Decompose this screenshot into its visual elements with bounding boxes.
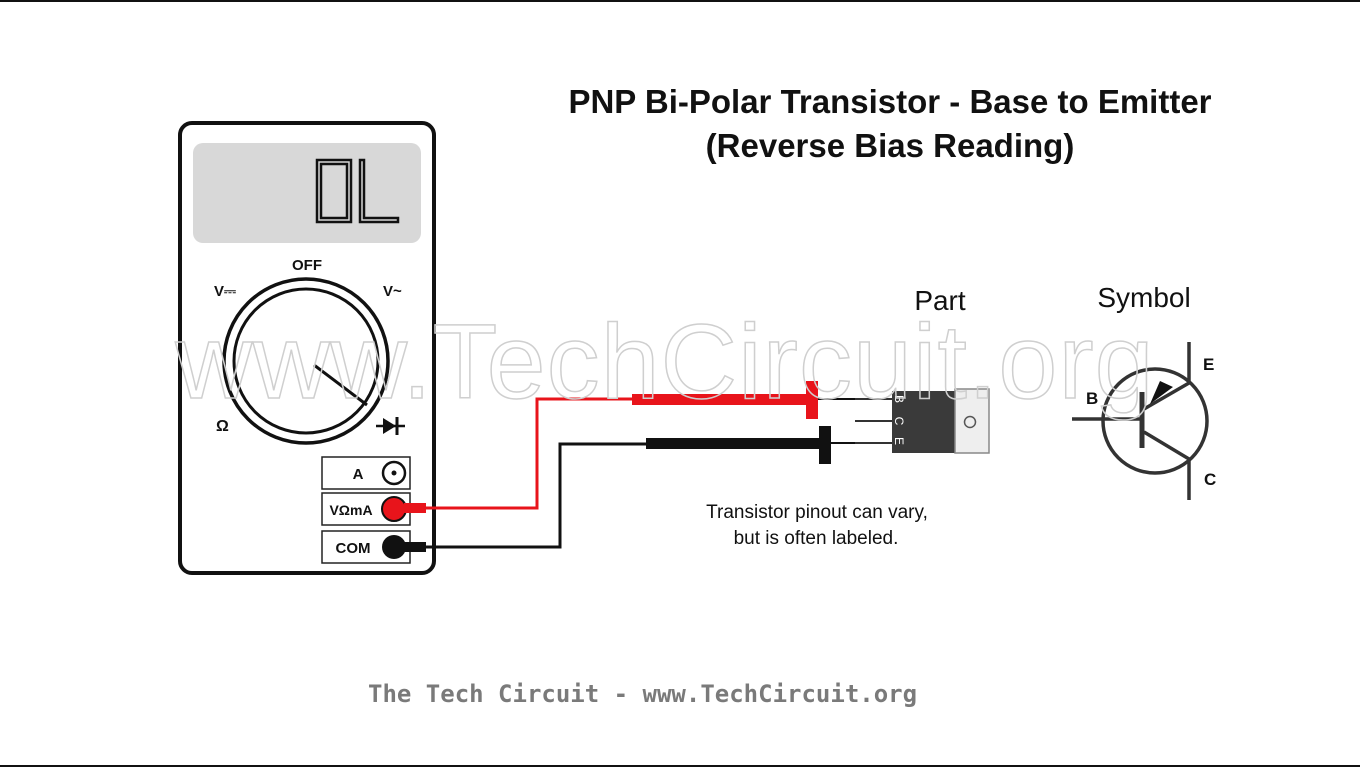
transistor-part: B C E: [855, 388, 990, 454]
dial-label-vdc: V⎓: [214, 283, 236, 300]
symbol-collector-line: [1143, 430, 1190, 461]
transistor-body: [892, 391, 956, 453]
symbol-emitter-arrow: [1150, 381, 1173, 404]
symbol-heading: Symbol: [1097, 282, 1190, 313]
jack-a-label: A: [353, 466, 364, 483]
pin-label-b: B: [892, 395, 906, 403]
lcd-digit-O: [315, 158, 353, 224]
red-wire: [426, 397, 634, 510]
jack-vohm-label: VΩmA: [329, 502, 372, 518]
jack-a-socket-center: [391, 470, 397, 476]
multimeter: OL OFF V⎓ V~ Ω A VΩmA: [0, 0, 436, 575]
title-line-1: PNP Bi-Polar Transistor - Base to Emitte…: [568, 83, 1212, 120]
lcd-digit-O-inner: [319, 162, 349, 220]
symbol-label-b: B: [1086, 389, 1098, 408]
symbol-label-c: C: [1204, 470, 1216, 489]
lcd-readout: [315, 158, 400, 224]
lcd-screen: [193, 143, 421, 243]
dial-label-ohm: Ω: [216, 418, 229, 435]
footer-credit: The Tech Circuit - www.TechCircuit.org: [368, 680, 918, 708]
red-probe-guard: [806, 381, 818, 419]
part-heading: Part: [914, 285, 966, 316]
title-line-2: (Reverse Bias Reading): [705, 127, 1075, 164]
pin-label-e: E: [892, 437, 906, 445]
symbol-label-e: E: [1203, 355, 1214, 374]
red-probe-handle: [632, 394, 808, 405]
symbol-emitter-line: [1143, 381, 1190, 411]
black-plug: [404, 542, 426, 552]
rotary-dial-inner: [232, 287, 380, 435]
jack-com-socket-black[interactable]: [382, 535, 406, 559]
watermark-text: www.TechCircuit.org: [174, 303, 1154, 421]
dial-label-vac: V~: [383, 283, 402, 300]
pnp-transistor-symbol: B E C: [1072, 342, 1216, 500]
black-wire: [426, 442, 648, 549]
bottom-border: [0, 765, 1360, 767]
pinout-note-line-2: but is often labeled.: [734, 528, 899, 549]
lcd-readout-text: OL: [0, 0, 2, 1]
black-probe-handle: [646, 438, 822, 449]
transistor-tab-hole: [963, 415, 977, 429]
pinout-note-line-1: Transistor pinout can vary,: [706, 502, 928, 523]
jack-com-label: COM: [336, 540, 371, 557]
diode-icon: [376, 417, 405, 435]
jack-vohm-socket-red[interactable]: [381, 496, 407, 522]
black-probe-guard: [819, 426, 831, 464]
dial-label-off: OFF: [292, 257, 322, 274]
dial-pointer: [313, 363, 368, 407]
red-plug: [404, 503, 426, 513]
pin-label-c: C: [892, 417, 906, 426]
lcd-digit-L: [358, 158, 400, 224]
symbol-circle: [1101, 367, 1209, 475]
top-border: [0, 0, 1360, 2]
